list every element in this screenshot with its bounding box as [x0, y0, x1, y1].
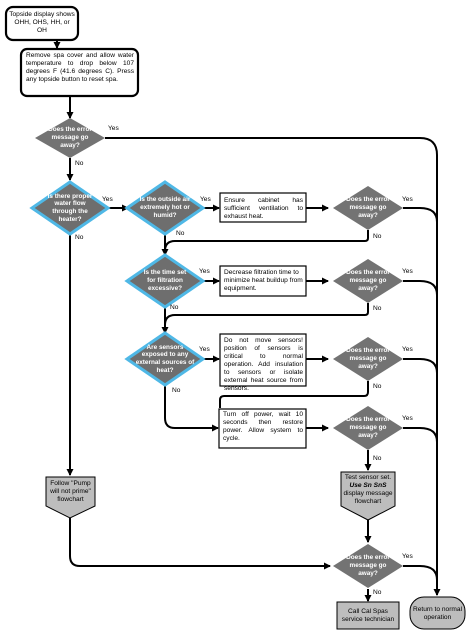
pump-text: Follow "Pump will not prime" flowchart: [50, 480, 91, 504]
connector-dec3-no: [219, 381, 369, 408]
ventilation-text: Ensure cabinet has sufficient ventilatio…: [224, 197, 303, 221]
label-dec4-no: No: [373, 455, 382, 462]
step1-text: Remove spa cover and allow water tempera…: [26, 52, 134, 84]
label-dec2-yes: Yes: [402, 268, 413, 275]
label-filt-yes: Yes: [199, 268, 210, 275]
decision-water-flow: [29, 180, 111, 236]
power-box: [218, 408, 307, 449]
ventilation-box: [219, 192, 307, 223]
connector-final-yes: [403, 565, 438, 581]
label-final-no: No: [373, 589, 382, 596]
connector-dec3-yes: [403, 358, 438, 374]
decision-error-3: [333, 337, 403, 381]
label-dec2-no: No: [373, 305, 382, 312]
connector-dec2-no: [164, 303, 369, 326]
power-text: Turn off power, wait 10 seconds then res…: [223, 411, 303, 443]
decision-outside-air: [124, 180, 206, 236]
label-sens-no: No: [172, 387, 181, 394]
decrease-text: Decrease filtration time to minimize hea…: [224, 269, 303, 293]
filtration-question: Is the time set for filtration excessive…: [143, 269, 187, 292]
call-technician-box: [336, 601, 400, 630]
label-dec3-no: No: [373, 383, 382, 390]
connector-main-yes: [105, 137, 441, 596]
main-question: Does the error message go away?: [48, 126, 92, 149]
label-final-yes: Yes: [402, 553, 413, 560]
error-question-2: Does the error message go away?: [346, 269, 390, 292]
label-main-no: No: [75, 160, 84, 167]
label-sens-yes: Yes: [199, 346, 210, 353]
sensor-set-line2: Use Sn SnS: [349, 482, 387, 490]
decision-error-4: [333, 406, 403, 450]
decision-error-1: [333, 186, 403, 230]
sensor-note-text: Do not move sensors! position of sensors…: [224, 337, 303, 393]
connector-sens-no: [164, 385, 219, 432]
sensor-set-line3: display message flowchart: [343, 490, 393, 506]
decision-main: [35, 118, 105, 158]
connector-dec-yes: [403, 207, 438, 223]
connector-dec-no: [164, 230, 369, 252]
label-dec1-yes: Yes: [402, 196, 413, 203]
connector-pump-final: [69, 517, 331, 570]
outside-air-question: Is the outside air extremely hot or humi…: [139, 196, 191, 219]
label-dec3-yes: Yes: [402, 346, 413, 353]
connector-dec4-yes: [403, 427, 438, 443]
sensor-note-box: [219, 333, 307, 387]
label-flow-yes: Yes: [102, 196, 113, 203]
start-text: Topside display shows OHH, OHS, HH, or O…: [9, 11, 75, 35]
step1-box: [19, 47, 140, 98]
return-normal-text: Return to normal operation: [412, 606, 463, 622]
sensor-set-line1: Test sensor set.: [344, 474, 392, 481]
decision-error-final: [333, 544, 403, 588]
label-air-yes: Yes: [200, 196, 211, 203]
return-normal-box: [409, 596, 466, 630]
label-flow-no: No: [75, 234, 84, 241]
decrease-box: [219, 265, 307, 297]
decision-filtration: [124, 253, 206, 309]
error-question-1: Does the error message go away?: [346, 196, 390, 219]
decision-error-2: [333, 259, 403, 303]
sensor-set-offpage: [340, 471, 396, 521]
call-technician-text: Call Cal Spas service technician: [341, 608, 395, 624]
decision-sensors: [124, 331, 206, 387]
label-filt-no: No: [170, 304, 179, 311]
start-terminal: [4, 5, 80, 42]
error-question-final: Does the error message go away?: [346, 554, 390, 577]
water-flow-question: Is there proper water flow through the h…: [47, 192, 93, 223]
sensor-set-text: Test sensor set. Use Sn SnS display mess…: [341, 474, 395, 506]
error-question-3: Does the error message go away?: [346, 347, 390, 370]
label-dec4-yes: Yes: [402, 415, 413, 422]
connector-dec2-yes: [403, 280, 438, 296]
label-main-yes: Yes: [108, 125, 119, 132]
sensors-question: Are sensors exposed to any external sour…: [135, 343, 195, 374]
label-dec1-no: No: [373, 233, 382, 240]
pump-offpage: [45, 476, 96, 519]
error-question-4: Does the error message go away?: [346, 416, 390, 439]
label-air-no: No: [176, 230, 185, 237]
